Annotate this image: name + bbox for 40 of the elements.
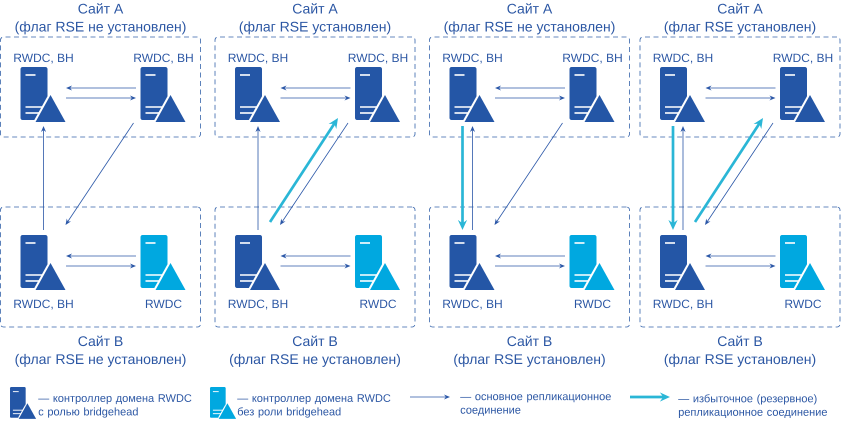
server-label: RWDC, BH <box>654 300 712 310</box>
arrow <box>705 122 774 225</box>
site-heading: Сайт B <box>507 336 552 346</box>
site-heading: Сайт B <box>78 336 123 346</box>
site-heading: Сайт A <box>507 3 552 14</box>
site-subheading: (флаг RSE установлен) <box>454 354 605 367</box>
server-label: RWDC, BH <box>443 300 502 310</box>
server-label: RWDC, BH <box>134 54 193 64</box>
server-label: RWDC, BH <box>348 54 408 64</box>
site-heading: Сайт A <box>718 3 763 14</box>
site-heading: Сайт B <box>292 336 338 346</box>
legend-text: — контроллер домена RWDC без роли bridgehead <box>237 394 390 418</box>
server-label: RWDC, BH <box>228 300 288 310</box>
server-label: RWDC <box>146 300 182 308</box>
server-label: RWDC <box>360 300 396 308</box>
site-subheading: (флаг RSE не установлен) <box>230 354 400 367</box>
arrow <box>280 122 348 225</box>
legend-text: — контроллер домена RWDC с ролью bridgehead <box>38 394 192 418</box>
server-label: RWDC <box>574 300 611 308</box>
arrow <box>66 122 134 225</box>
server-label: RWDC, BH <box>443 54 502 64</box>
site-heading: Сайт A <box>292 3 338 14</box>
site-subheading: (флаг RSE не установлен) <box>15 354 186 367</box>
server-label: RWDC, BH <box>14 300 73 310</box>
legend-text: — избыточное (резервное) репликационное соединение <box>678 394 827 418</box>
server-label: RWDC, BH <box>228 54 288 64</box>
server-label: RWDC, BH <box>563 54 622 64</box>
site-subheading: (флаг RSE не установлен) <box>15 21 186 34</box>
server-label: RWDC <box>785 300 822 308</box>
site-subheading: (флаг RSE установлен) <box>664 354 816 367</box>
site-subheading: (флаг RSE не установлен) <box>444 21 614 34</box>
arrow <box>494 122 563 225</box>
site-heading: Сайт B <box>718 336 762 346</box>
server-label: RWDC, BH <box>654 54 712 64</box>
site-heading: Сайт A <box>78 3 124 14</box>
legend-text: — основное репликационное соединение <box>460 394 611 416</box>
server-label: RWDC, BH <box>14 54 73 64</box>
site-subheading: (флаг RSE установлен) <box>664 21 816 34</box>
server-label: RWDC, BH <box>774 54 832 64</box>
site-subheading: (флаг RSE установлен) <box>240 21 390 34</box>
